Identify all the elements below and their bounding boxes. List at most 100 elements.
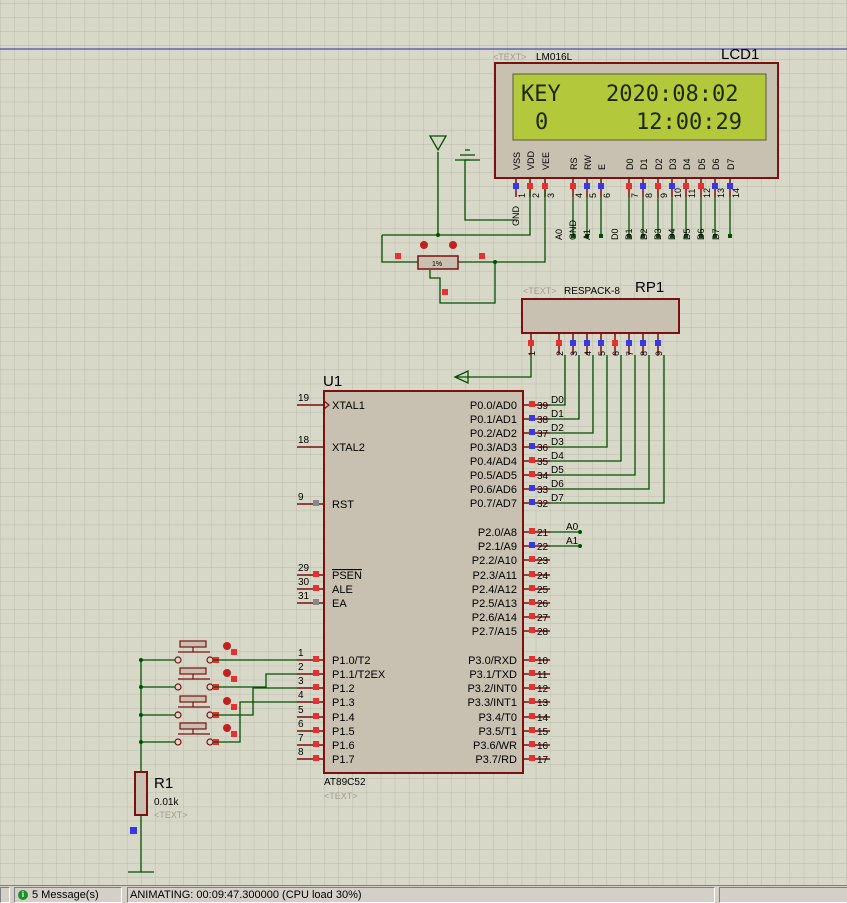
pin-state-indicator bbox=[529, 429, 535, 435]
mcu-pin-name: P2.2/A10 bbox=[472, 555, 517, 567]
pin-state-indicator bbox=[313, 684, 319, 690]
lcd-net-label: D7 bbox=[711, 228, 721, 240]
button-toggle-icon[interactable] bbox=[223, 724, 231, 732]
pushbutton-cap-icon[interactable] bbox=[179, 695, 207, 703]
mcu-pin-name: P0.0/AD0 bbox=[470, 400, 517, 412]
lcd-pin-name: D7 bbox=[726, 158, 736, 170]
status-spacer bbox=[0, 887, 10, 903]
lcd-line2-left: 0 bbox=[535, 110, 548, 135]
rp1-pin-number: 8 bbox=[639, 351, 649, 356]
lcd-screen bbox=[512, 73, 767, 141]
mcu-pin-number: 29 bbox=[298, 563, 310, 574]
mcu-pin-number: 11 bbox=[537, 670, 548, 681]
pot-button-icon[interactable] bbox=[449, 241, 457, 249]
lcd-pin-number: 4 bbox=[574, 193, 584, 198]
mcu-pin-name: EA bbox=[332, 598, 347, 610]
pin-state-indicator bbox=[313, 741, 319, 747]
lcd-net-label: D4 bbox=[667, 228, 677, 240]
pin-state-indicator bbox=[712, 183, 718, 189]
mcu-body bbox=[323, 390, 524, 774]
pin-state-indicator bbox=[655, 183, 661, 189]
lcd-pin-number: 9 bbox=[659, 193, 669, 198]
pushbutton-cap-icon[interactable] bbox=[179, 722, 207, 730]
pin-state-indicator bbox=[529, 542, 535, 548]
r1-value: 0.01k bbox=[154, 797, 179, 808]
pin-state-indicator bbox=[313, 727, 319, 733]
button-toggle-icon[interactable] bbox=[223, 669, 231, 677]
lcd-pin-name: D3 bbox=[668, 158, 678, 170]
mcu-pin-name: ALE bbox=[332, 584, 353, 596]
pin-state-indicator bbox=[529, 457, 535, 463]
mcu-pin-name: P0.2/AD2 bbox=[470, 428, 517, 440]
pin-state-indicator bbox=[529, 670, 535, 676]
pin-state-indicator bbox=[529, 556, 535, 562]
mcu-pin-number: 16 bbox=[537, 741, 549, 752]
lcd-pin-number: 1 bbox=[517, 193, 527, 198]
pushbutton-cap-icon[interactable] bbox=[179, 640, 207, 648]
rp1-ref: RP1 bbox=[635, 279, 664, 296]
button-toggle-icon[interactable] bbox=[223, 642, 231, 650]
lcd-pin-name: D6 bbox=[711, 158, 721, 170]
mcu-net-label: D3 bbox=[551, 437, 564, 448]
rp1-pin-number: 4 bbox=[583, 351, 593, 356]
pot-button-icon[interactable] bbox=[420, 241, 428, 249]
r1-component[interactable]: R1 0.01k <TEXT> bbox=[128, 660, 188, 873]
button-toggle-icon[interactable] bbox=[223, 697, 231, 705]
lcd-pin-name: VSS bbox=[512, 152, 522, 170]
pin-state-indicator bbox=[570, 183, 576, 189]
status-coords bbox=[719, 887, 847, 903]
messages-count: 5 Message(s) bbox=[32, 889, 99, 901]
mcu-pin-number: 6 bbox=[298, 719, 304, 730]
lcd-net-label: D1 bbox=[624, 228, 634, 240]
mcu-pin-name: PSEN bbox=[332, 570, 362, 582]
lcd-pin-number: 6 bbox=[602, 193, 612, 198]
mcu-component[interactable]: U1 AT89C52 <TEXT> 19XTAL118XTAL29RST29PS… bbox=[297, 373, 579, 801]
mcu-pin-name: P3.7/RD bbox=[475, 754, 517, 766]
mcu-pin-number: 24 bbox=[537, 571, 549, 582]
pin-state-indicator bbox=[570, 340, 576, 346]
lcd-pin-number: 12 bbox=[702, 188, 712, 198]
mcu-pin-number: 10 bbox=[537, 656, 549, 667]
mcu-pin-name: P1.6 bbox=[332, 740, 355, 752]
mcu-net-label: D5 bbox=[551, 465, 564, 476]
lcd-net-label: A1 bbox=[582, 229, 592, 240]
lcd-pin-name: D1 bbox=[639, 158, 649, 170]
button-bank[interactable] bbox=[139, 640, 297, 746]
rp1-pin-number: 3 bbox=[569, 351, 579, 356]
lcd-pin-name: VDD bbox=[526, 150, 536, 170]
mcu-net-label: A1 bbox=[566, 536, 579, 547]
pin-state-indicator bbox=[529, 656, 535, 662]
mcu-model: AT89C52 bbox=[324, 777, 366, 788]
mcu-pin-name: P0.5/AD5 bbox=[470, 470, 517, 482]
pin-state-indicator bbox=[542, 183, 548, 189]
mcu-pin-number: 30 bbox=[298, 577, 310, 588]
lcd-ref: LCD1 bbox=[721, 46, 759, 63]
lcd-pin-number: 11 bbox=[687, 189, 697, 198]
mcu-pin-number: 14 bbox=[537, 713, 549, 724]
mcu-pin-number: 38 bbox=[537, 415, 549, 426]
lcd-line1-right: 2020:08:02 bbox=[606, 82, 738, 107]
potentiometer[interactable]: 1% bbox=[395, 241, 485, 295]
pin-state-indicator bbox=[698, 183, 704, 189]
pin-state-indicator bbox=[313, 599, 319, 605]
mcu-pin-number: 34 bbox=[537, 471, 549, 482]
mcu-pin-number: 1 bbox=[298, 648, 304, 659]
lcd-net-label: GND bbox=[511, 206, 521, 227]
lcd-pin-name: RS bbox=[569, 157, 579, 170]
mcu-pin-name: P2.3/A11 bbox=[473, 570, 517, 582]
mcu-pin-number: 23 bbox=[537, 556, 549, 567]
info-icon: i bbox=[18, 890, 28, 901]
mcu-pin-number: 26 bbox=[537, 599, 549, 610]
pushbutton-cap-icon[interactable] bbox=[179, 667, 207, 675]
messages-panel[interactable]: i 5 Message(s) bbox=[14, 887, 122, 903]
pin-state-indicator bbox=[529, 698, 535, 704]
mcu-pin-name: P0.7/AD7 bbox=[470, 498, 517, 510]
mcu-pin-name: RST bbox=[332, 499, 354, 511]
pin-state-indicator bbox=[529, 684, 535, 690]
lcd-component[interactable]: <TEXT> LM016L LCD1 KEY 2020:08:02 0 12:0… bbox=[493, 46, 779, 198]
pin-state-indicator bbox=[313, 500, 319, 506]
mcu-pin-number: 7 bbox=[298, 733, 304, 744]
